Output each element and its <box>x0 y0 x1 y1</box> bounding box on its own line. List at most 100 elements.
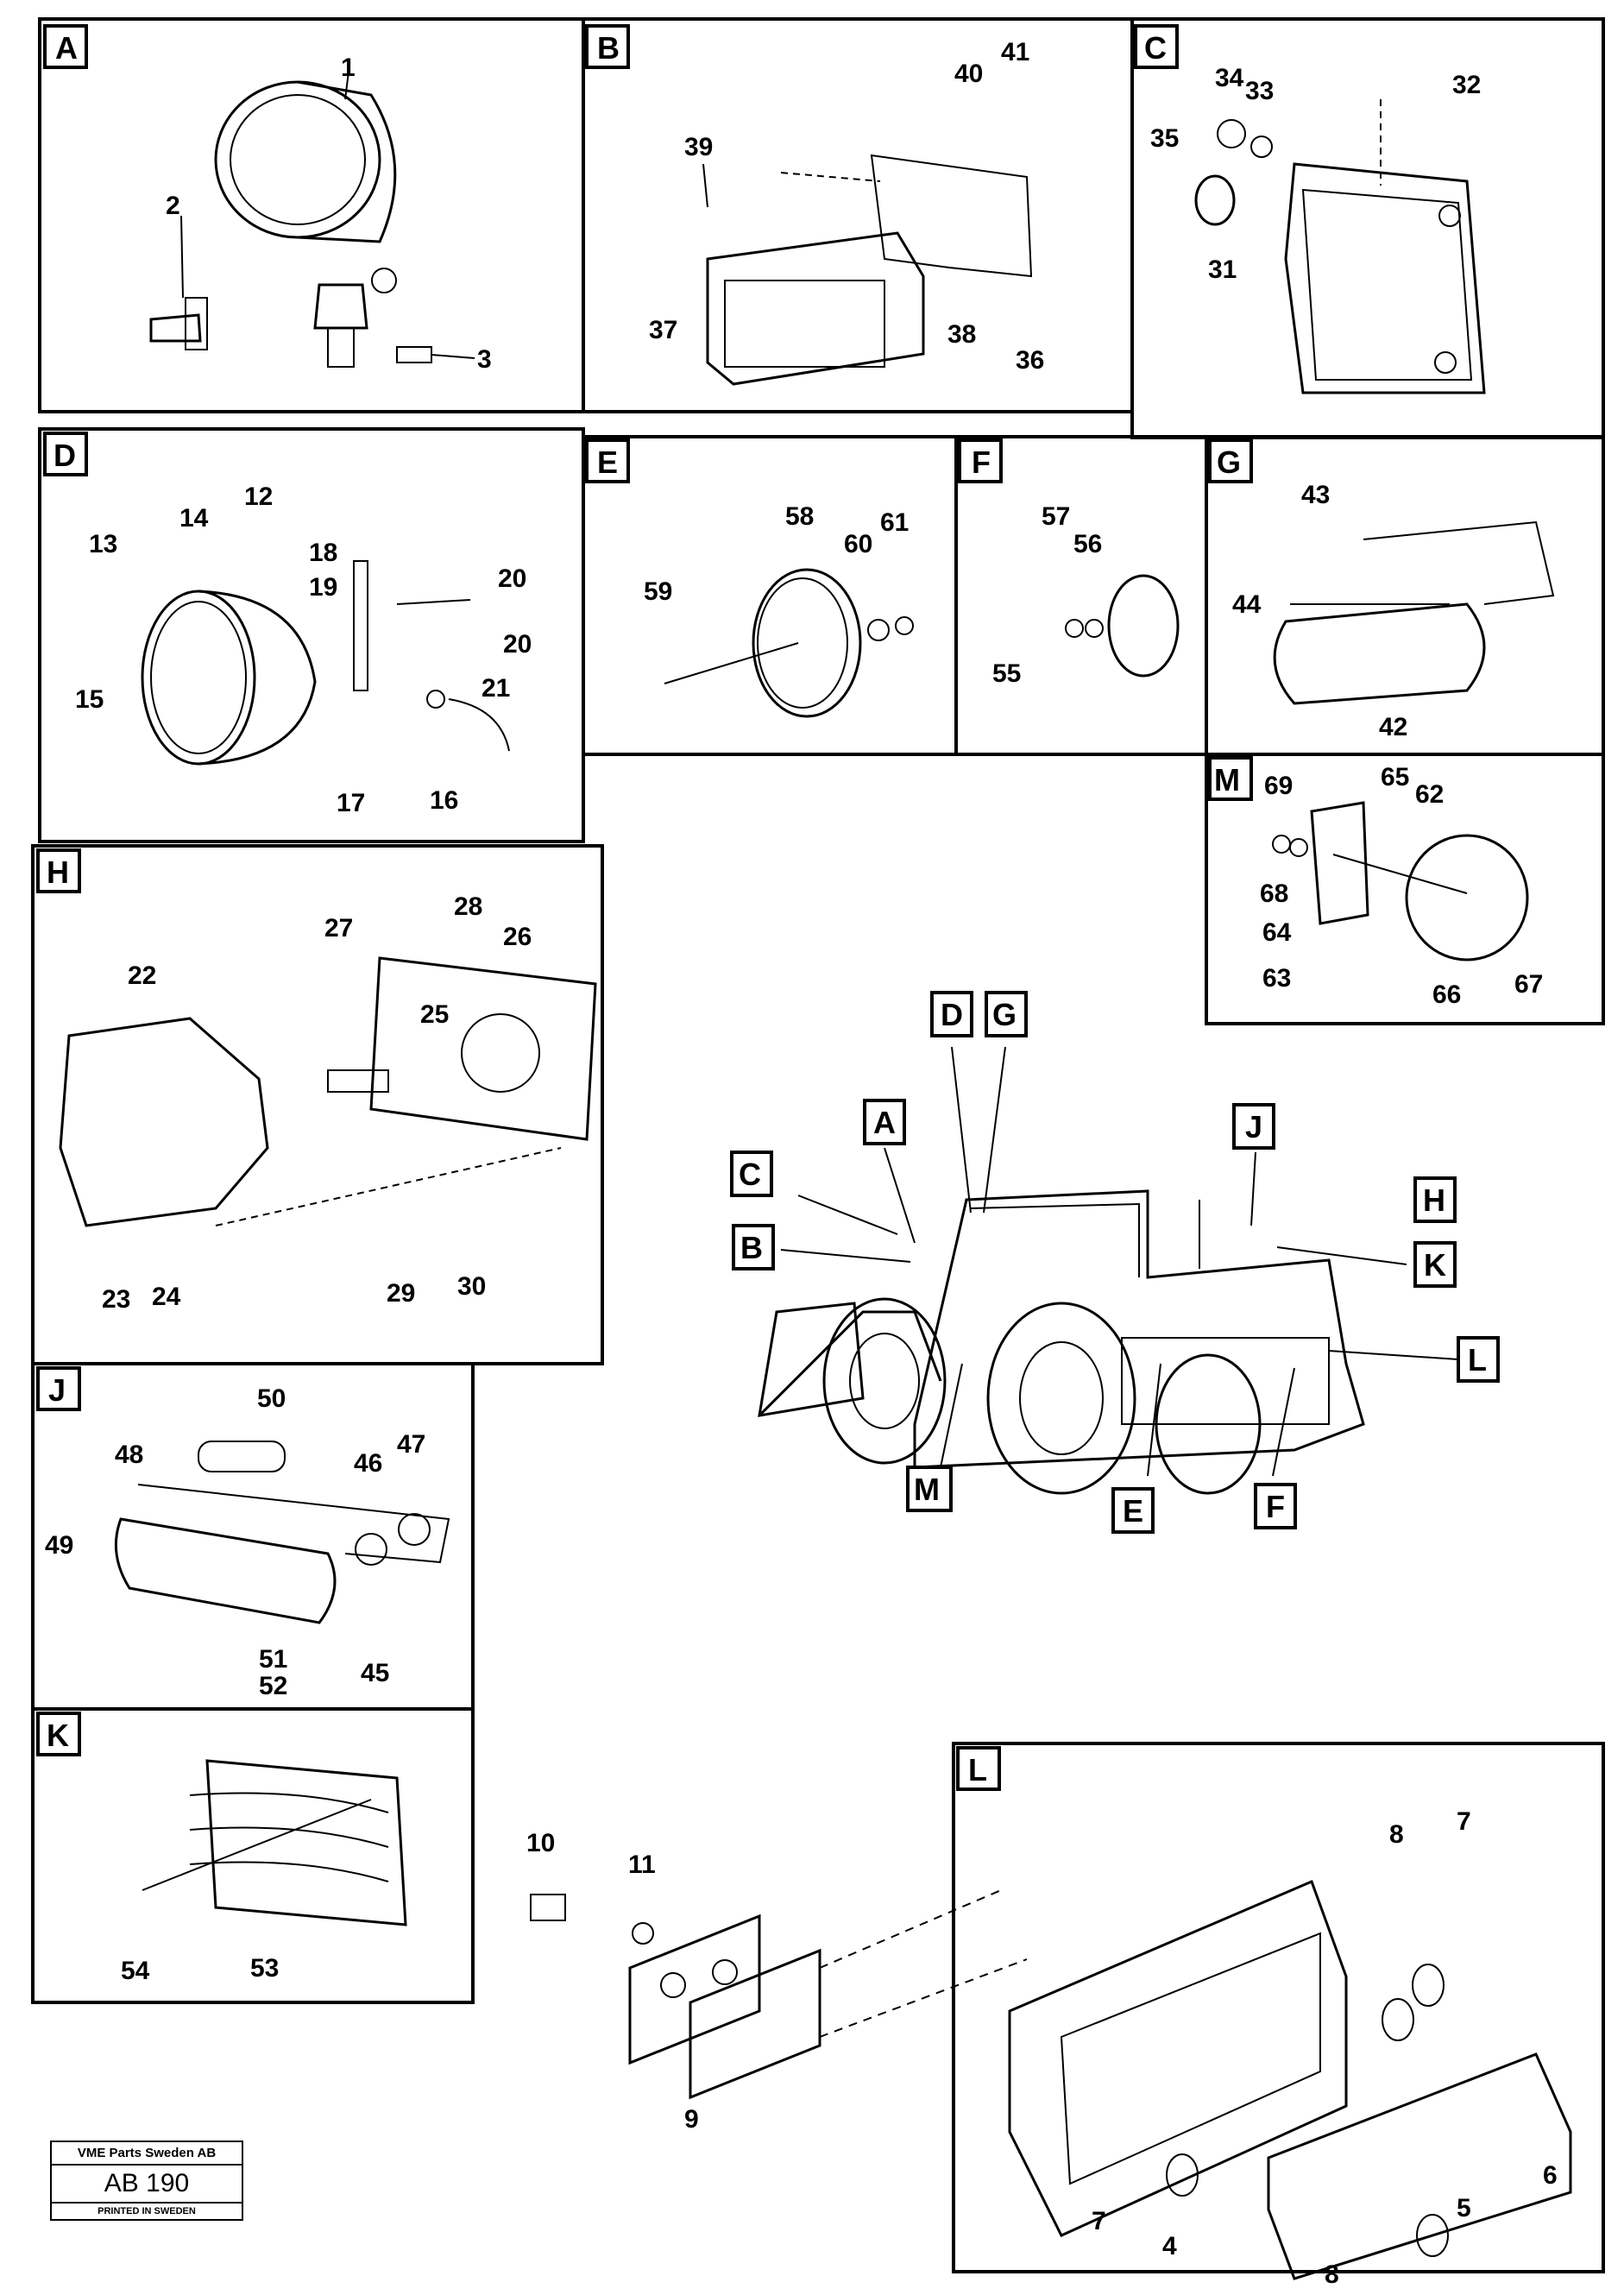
panel-b-frame <box>582 17 1134 413</box>
callout-50: 50 <box>257 1384 286 1413</box>
overview-label-k: K <box>1413 1241 1457 1288</box>
callout-6: 6 <box>1543 2161 1558 2190</box>
overview-label-a: A <box>863 1099 906 1145</box>
overview-tag-k: K <box>1424 1247 1446 1283</box>
panel-m-frame <box>1205 753 1605 1025</box>
overview-tag-j: J <box>1245 1109 1262 1144</box>
callout-27: 27 <box>324 914 353 943</box>
panel-d-frame <box>38 427 585 843</box>
callout-41: 41 <box>1001 38 1029 66</box>
screw-3-drawing <box>396 346 475 363</box>
wheel-loader-drawing <box>758 1189 1365 1495</box>
callout-37: 37 <box>649 316 677 344</box>
panel-m-label: M <box>1214 762 1240 798</box>
callout-52: 52 <box>259 1672 287 1700</box>
callout-51: 51 <box>259 1645 287 1674</box>
overview-label-h: H <box>1413 1176 1457 1223</box>
overview-label-b: B <box>732 1224 775 1270</box>
panel-l-frame <box>952 1742 1605 2273</box>
panel-b: B 39 40 41 37 38 36 <box>582 17 1134 413</box>
stamp-company: VME Parts Sweden AB <box>52 2142 242 2166</box>
callout-45: 45 <box>361 1659 389 1687</box>
overview-label-g: G <box>985 991 1028 1037</box>
callout-38: 38 <box>947 320 976 349</box>
callout-68: 68 <box>1260 880 1288 908</box>
callout-13: 13 <box>89 530 117 558</box>
callout-23: 23 <box>102 1285 130 1314</box>
panel-g-tag <box>1208 438 1253 483</box>
panel-e-label: E <box>597 444 618 480</box>
stamp-printed: PRINTED IN SWEDEN <box>98 2206 196 2216</box>
callout-7-top: 7 <box>1457 1807 1471 1836</box>
callout-1: 1 <box>341 54 356 82</box>
panel-e-frame <box>582 435 958 756</box>
bracket-group: 10 11 9 <box>526 1829 1028 2134</box>
overview-leaders <box>780 1046 1459 1477</box>
callout-67: 67 <box>1514 970 1543 999</box>
callout-58: 58 <box>785 502 814 531</box>
callout-61: 61 <box>880 508 909 537</box>
callout-22: 22 <box>128 962 156 990</box>
panel-c: C 34 33 32 35 31 <box>1130 17 1605 439</box>
callout-4: 4 <box>1162 2232 1177 2260</box>
panel-j: J 50 48 47 46 49 51 45 52 <box>31 1362 475 1711</box>
overview-tag-f: F <box>1266 1489 1285 1524</box>
overview-tag-e: E <box>1123 1493 1143 1529</box>
panel-k-tag <box>36 1712 81 1756</box>
reflector-m-drawing <box>1272 801 1529 962</box>
clearance-lamp-j-drawing <box>114 1441 450 1624</box>
callout-31: 31 <box>1208 255 1237 284</box>
rear-combination-lamp-drawing <box>1008 1879 1572 2280</box>
panel-l-tag <box>956 1746 1001 1791</box>
callout-57: 57 <box>1042 502 1070 531</box>
overview-tag-b: B <box>740 1230 763 1265</box>
panel-d: D 14 12 13 18 19 20 20 21 15 17 16 <box>38 427 585 843</box>
panel-b-tag <box>585 24 630 69</box>
title-stamp: VME Parts Sweden AB AB 190 PRINTED IN SW… <box>50 2141 243 2221</box>
panel-f-tag <box>958 438 1003 483</box>
callout-55: 55 <box>992 659 1021 688</box>
callout-59: 59 <box>644 577 672 606</box>
callout-65: 65 <box>1381 763 1409 791</box>
callout-8-bottom: 8 <box>1325 2260 1339 2289</box>
callout-12: 12 <box>244 482 273 511</box>
panel-g-label: G <box>1217 444 1241 480</box>
overview-label-m: M <box>906 1466 953 1512</box>
stamp-code: AB 190 <box>52 2166 242 2204</box>
bulb-2-drawing <box>149 297 208 350</box>
panel-k-label: K <box>47 1718 69 1753</box>
rear-lamp-drawing <box>1194 99 1486 394</box>
reflector-f-drawing <box>1065 574 1180 678</box>
panel-m-tag <box>1208 756 1253 801</box>
callout-20-top: 20 <box>498 564 526 593</box>
panel-d-label: D <box>54 438 76 473</box>
panel-m: M 69 65 62 68 64 63 66 67 <box>1205 753 1605 1025</box>
panel-e-tag <box>585 438 630 483</box>
callout-49: 49 <box>45 1531 73 1560</box>
callout-15: 15 <box>75 685 104 714</box>
callout-8-top: 8 <box>1389 1820 1404 1849</box>
callout-39: 39 <box>684 133 713 161</box>
work-lamp-drawing <box>214 80 397 368</box>
callout-28: 28 <box>454 892 482 921</box>
callout-17: 17 <box>337 789 365 817</box>
callout-5: 5 <box>1457 2194 1471 2222</box>
panel-f-frame <box>954 435 1208 756</box>
overview-tag-h: H <box>1423 1182 1445 1218</box>
callout-64: 64 <box>1262 918 1292 947</box>
callout-63: 63 <box>1262 964 1291 993</box>
panel-c-tag <box>1134 24 1179 69</box>
overview-tag-m: M <box>914 1472 940 1507</box>
callout-30: 30 <box>457 1272 486 1301</box>
callout-54: 54 <box>121 1957 150 1985</box>
callout-66: 66 <box>1432 980 1461 1009</box>
callout-21: 21 <box>482 674 510 703</box>
overview-tag-a: A <box>873 1105 896 1140</box>
panel-k-frame <box>31 1707 475 2004</box>
callout-25: 25 <box>420 1000 449 1029</box>
overview-label-d: D <box>930 991 973 1037</box>
callout-26: 26 <box>503 923 532 951</box>
overview-label-c: C <box>730 1151 773 1197</box>
callout-46: 46 <box>354 1449 382 1478</box>
callout-18: 18 <box>309 539 337 567</box>
